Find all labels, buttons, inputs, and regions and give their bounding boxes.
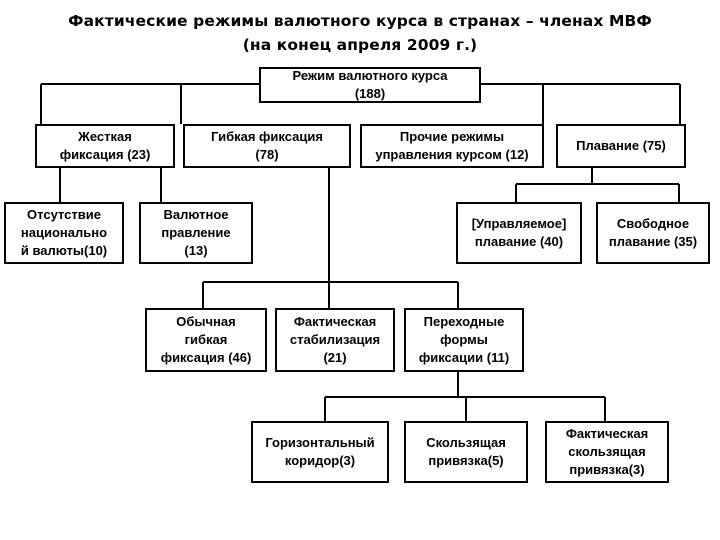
node-horizontal-band: Горизонтальный коридор(3): [251, 421, 389, 483]
node-root: Режим валютного курса (188): [259, 67, 481, 103]
diagram-title: Фактические режимы валютного курса в стр…: [68, 12, 652, 30]
node-crawl-like: Фактическая скользящая привязка(3): [545, 421, 669, 483]
node-floating: Плавание (75): [556, 124, 686, 168]
node-crawling-peg: Скользящая привязка(5): [404, 421, 528, 483]
node-soft-peg: Гибкая фиксация (78): [183, 124, 351, 168]
diagram-subtitle: (на конец апреля 2009 г.): [242, 36, 478, 54]
node-hard-peg: Жесткая фиксация (23): [35, 124, 175, 168]
node-currency-board: Валютное правление (13): [139, 202, 253, 264]
node-other-managed: Прочие режимы управления курсом (12): [360, 124, 544, 168]
node-intermediate: Переходные формы фиксации (11): [404, 308, 524, 372]
node-conventional-peg: Обычная гибкая фиксация (46): [145, 308, 267, 372]
node-managed-floating: [Управляемое] плавание (40): [456, 202, 582, 264]
node-stabilization: Фактическая стабилизация (21): [275, 308, 395, 372]
node-free-floating: Свободное плавание (35): [596, 202, 710, 264]
node-no-currency: Отсутствие национально й валюты(10): [4, 202, 124, 264]
